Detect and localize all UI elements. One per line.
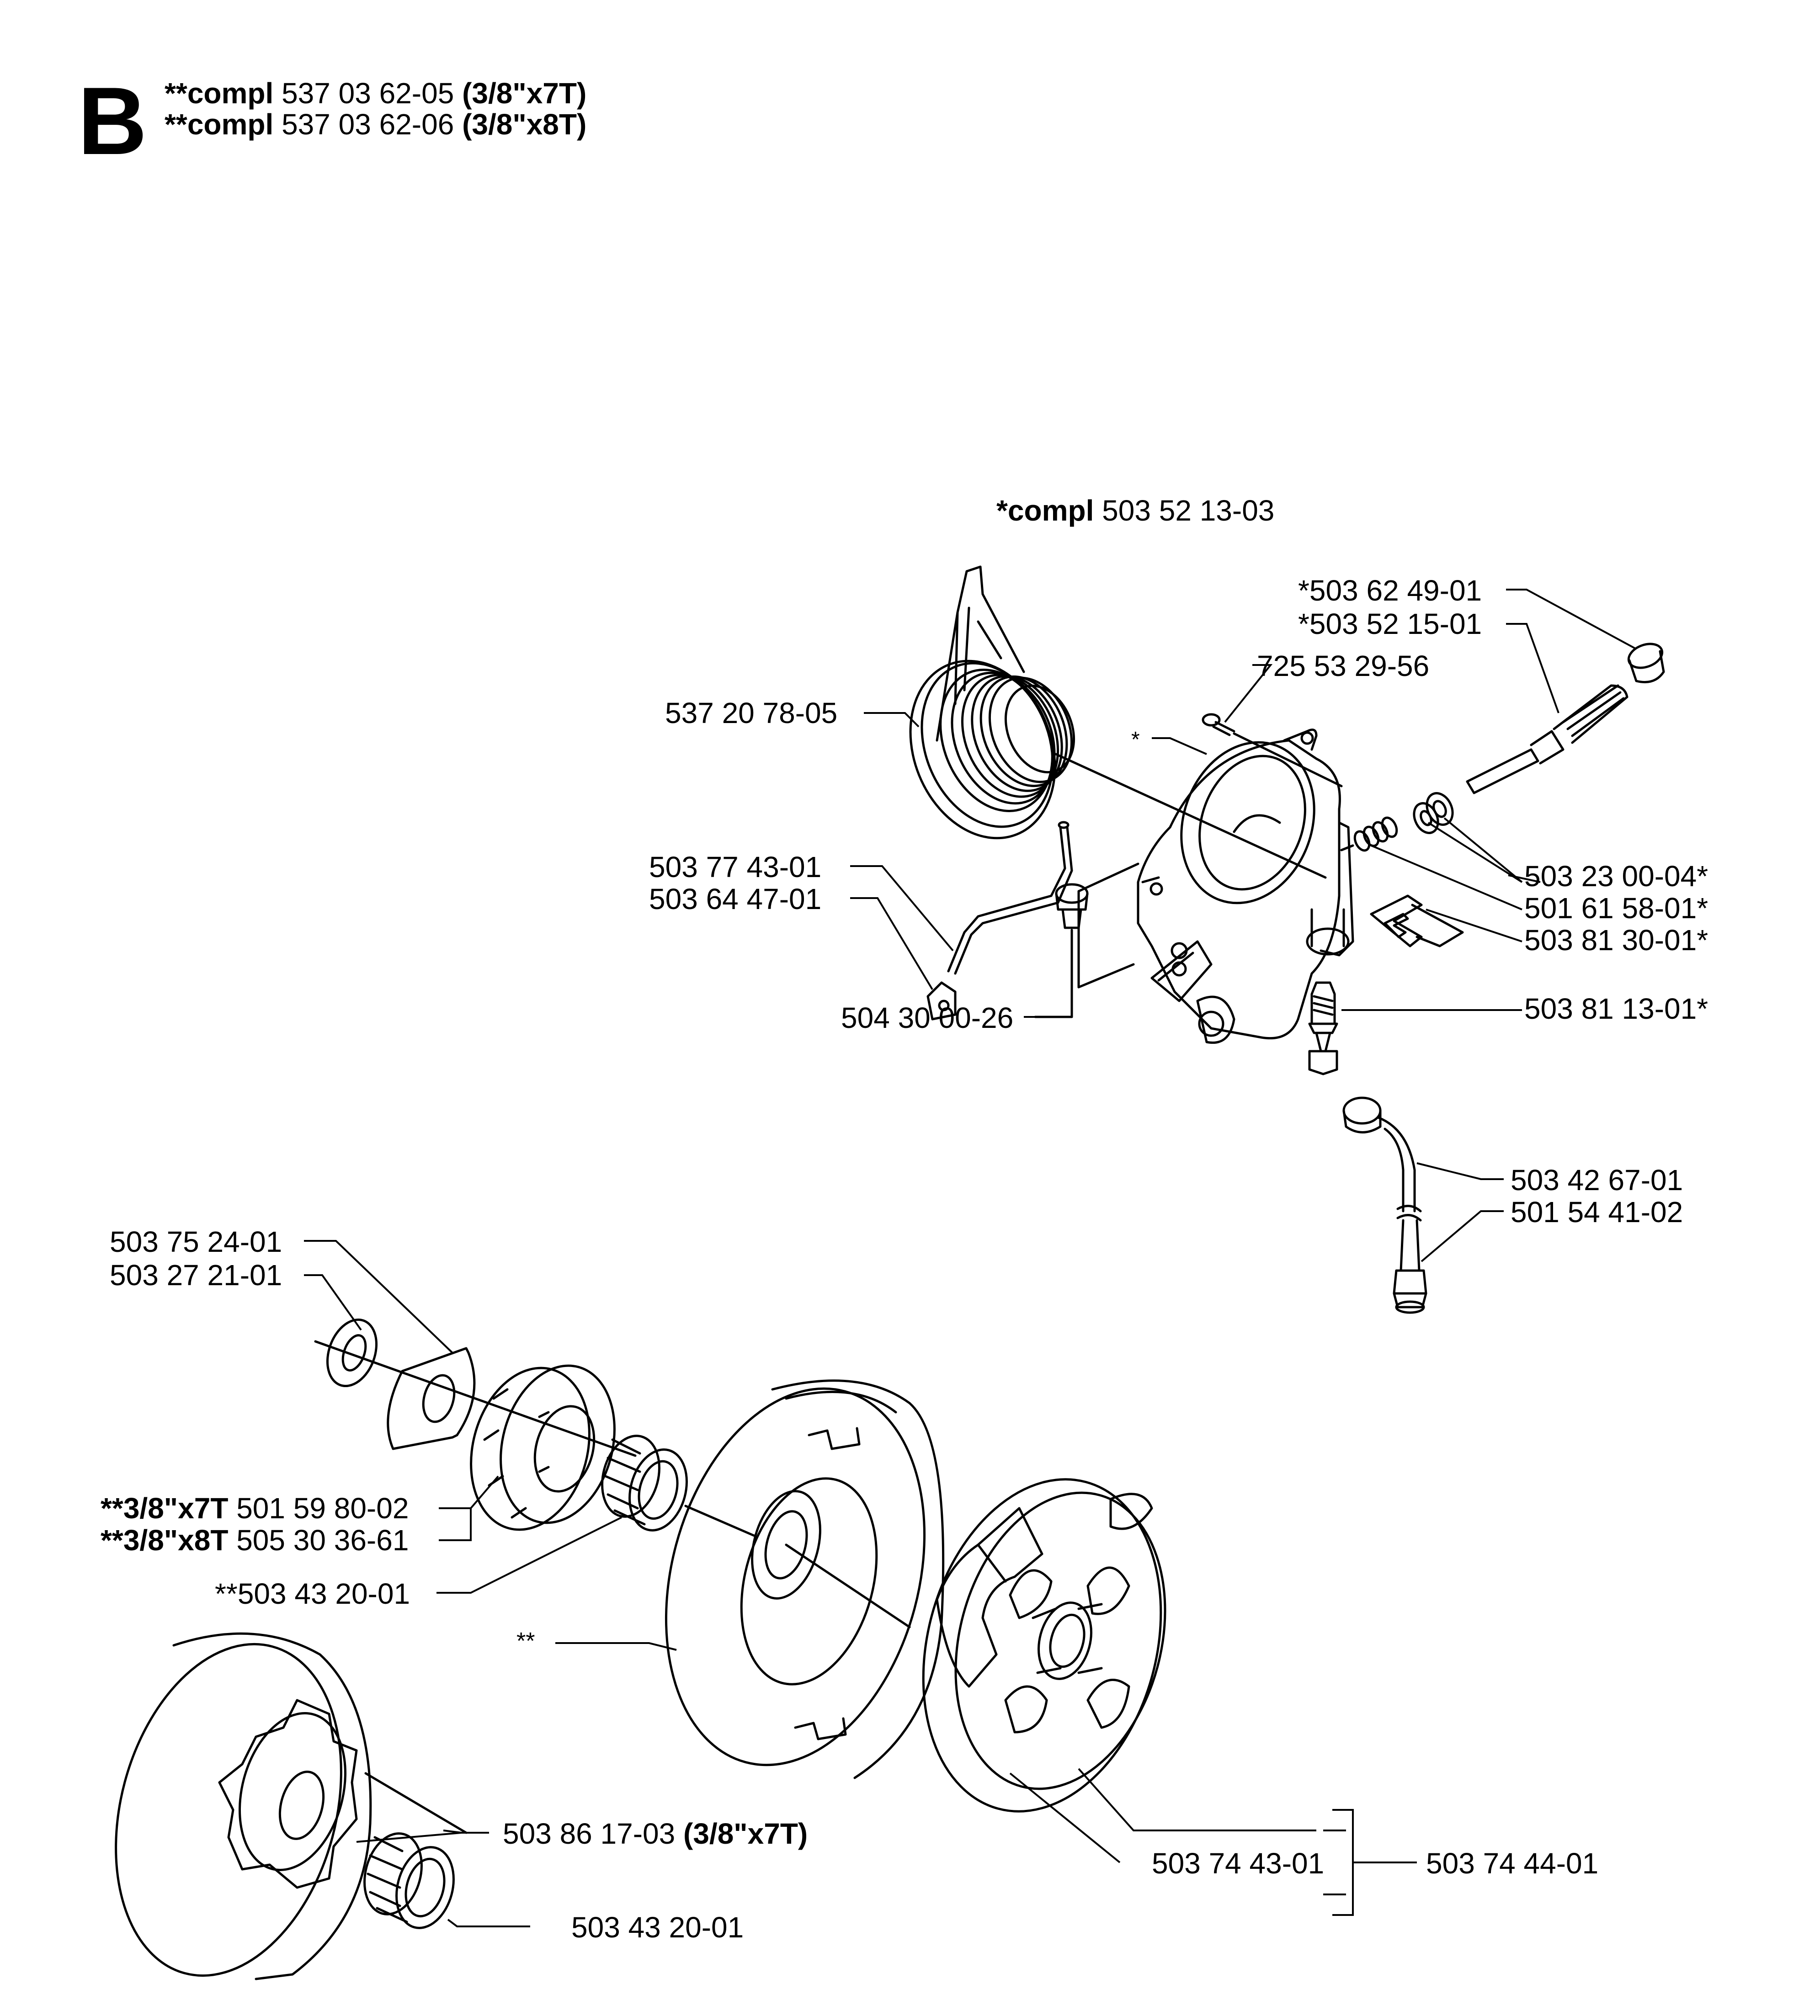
spur-sprocket-drawing <box>81 1619 466 2001</box>
washer-drawing <box>388 1348 474 1449</box>
label-503-74-44-01: 503 74 44-01 <box>1426 1847 1599 1880</box>
spur-sprocket-number: 503 86 17-03 <box>503 1817 676 1850</box>
label-503-27-21-01: 503 27 21-01 <box>110 1259 282 1292</box>
label-504-30-00-26: 504 30 00-26 <box>841 1001 1014 1034</box>
label-503-74-43-01: 503 74 43-01 <box>1152 1847 1325 1880</box>
suction-pipe-drawing <box>1344 1098 1426 1313</box>
label-501-61-58-01: 501 61 58-01* <box>1524 892 1708 925</box>
label-503-52-15-01: *503 52 15-01 <box>1298 607 1482 640</box>
oil-pump-body-drawing <box>1079 723 1353 1043</box>
label-503-81-13-01: 503 81 13-01* <box>1524 992 1708 1025</box>
label-star: * <box>1131 728 1140 752</box>
arrow-chevron-drawing <box>1371 896 1421 946</box>
label-725-53-29-56: 725 53 29-56 <box>1257 649 1430 682</box>
label-503-43-20-01-bottom: 503 43 20-01 <box>571 1911 744 1944</box>
label-rim-8t: **3/8"x8T 505 30 36-61 <box>101 1526 409 1555</box>
label-537-20-78-05: 537 20 78-05 <box>665 697 838 729</box>
label-503-62-49-01: *503 62 49-01 <box>1298 574 1482 607</box>
label-503-86-17-03: 503 86 17-03 (3/8"x7T) <box>503 1819 808 1848</box>
screw-drawing <box>1203 714 1341 786</box>
header-2-prefix: **compl <box>165 108 274 141</box>
clutch-shoes-drawing <box>888 1452 1197 1838</box>
clutch-drum-drawing <box>626 1359 964 1794</box>
header-line-1: **compl 537 03 62-05 (3/8"x7T) <box>165 79 586 108</box>
rim-8t-prefix: **3/8"x8T <box>101 1524 229 1557</box>
label-503-81-30-01: 503 81 30-01* <box>1524 924 1708 957</box>
label-501-54-41-02: 501 54 41-02 <box>1511 1196 1683 1229</box>
rim-8t-number: 505 30 36-61 <box>236 1524 409 1557</box>
label-503-64-47-01: 503 64 47-01 <box>649 883 822 915</box>
label-503-23-00-04: 503 23 00-04* <box>1524 860 1708 893</box>
oil-pump-assembly-number: 503 52 13-03 <box>1102 494 1275 527</box>
valve-drawing <box>1309 983 1337 1074</box>
header-1-prefix: **compl <box>165 77 274 110</box>
header-1-variant: (3/8"x7T) <box>462 77 587 110</box>
oil-pump-assembly-prefix: *compl <box>996 494 1094 527</box>
label-503-42-67-01: 503 42 67-01 <box>1511 1164 1683 1197</box>
header-1-number: 537 03 62-05 <box>282 77 454 110</box>
label-rim-7t: **3/8"x7T 501 59 80-02 <box>101 1494 409 1523</box>
rim-7t-number: 501 59 80-02 <box>236 1492 409 1525</box>
needle-bearing-bottom-drawing <box>356 1827 462 1935</box>
oil-pipe-drawing <box>928 822 1072 1019</box>
oil-pump-assembly-label: *compl 503 52 13-03 <box>996 496 1274 525</box>
worm-gear-drawing <box>885 567 1325 878</box>
header-2-variant: (3/8"x8T) <box>462 108 587 141</box>
clip-ring-drawing <box>315 1313 635 1456</box>
label-503-75-24-01: 503 75 24-01 <box>110 1225 282 1258</box>
section-letter: B <box>78 67 147 175</box>
label-503-43-20-01-top: **503 43 20-01 <box>215 1577 410 1610</box>
leader-lines <box>304 590 1636 1926</box>
adjustment-screw-drawing <box>1341 639 1666 852</box>
rim-7t-prefix: **3/8"x7T <box>101 1492 229 1525</box>
header-2-number: 537 03 62-06 <box>282 108 454 141</box>
label-503-77-43-01: 503 77 43-01 <box>649 851 822 883</box>
spur-sprocket-variant: (3/8"x7T) <box>683 1817 808 1850</box>
needle-bearing-top-drawing <box>594 1430 754 1537</box>
rim-sprocket-drawing <box>454 1353 632 1543</box>
label-double-star: ** <box>516 1628 535 1654</box>
header-line-2: **compl 537 03 62-06 (3/8"x8T) <box>165 110 586 139</box>
